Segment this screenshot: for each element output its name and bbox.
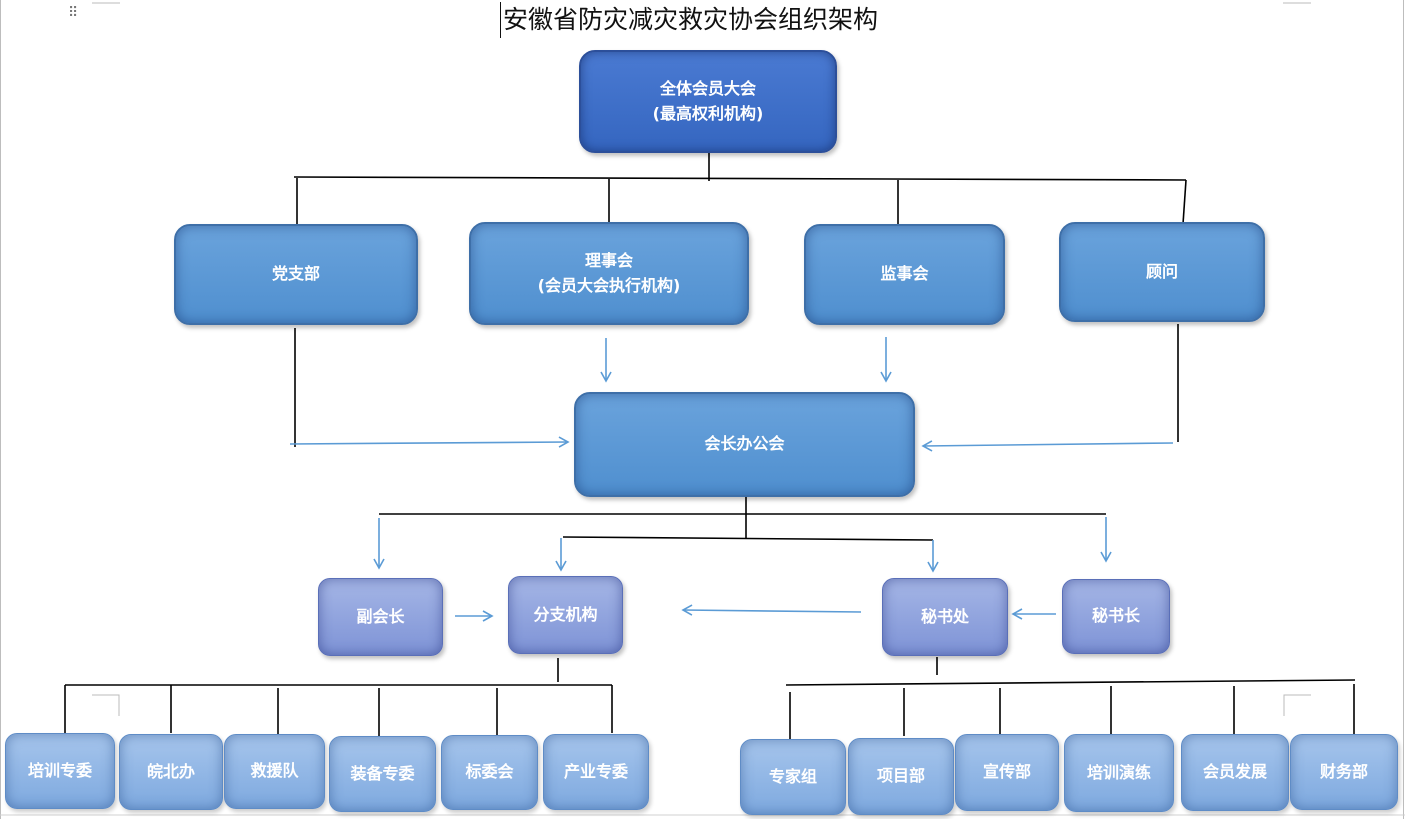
node-sublabel: (最高权利机构) xyxy=(652,103,764,123)
secretariat-unit-node[interactable]: 专家组 xyxy=(740,739,846,815)
secretary-general-node[interactable]: 秘书长 xyxy=(1062,579,1170,654)
margin-corner-icon xyxy=(1283,694,1311,716)
branch-unit-node[interactable]: 培训专委 xyxy=(5,733,115,809)
node-label: 党支部 xyxy=(271,264,320,284)
node-label: 理事会 xyxy=(584,250,633,270)
secretariat-unit-node[interactable]: 培训演练 xyxy=(1064,734,1174,812)
supervisory-board-node[interactable]: 监事会 xyxy=(804,224,1005,325)
branch-unit-node[interactable]: 产业专委 xyxy=(543,734,649,810)
margin-corner-icon xyxy=(92,694,120,716)
general-assembly-node[interactable]: 全体会员大会 (最高权利机构) xyxy=(579,50,837,153)
node-label: 皖北办 xyxy=(146,761,195,781)
node-label: 副会长 xyxy=(356,606,405,626)
vice-president-node[interactable]: 副会长 xyxy=(318,578,443,656)
branch-unit-node[interactable]: 标委会 xyxy=(441,735,538,810)
council-node[interactable]: 理事会 (会员大会执行机构) xyxy=(469,222,749,325)
node-label: 财务部 xyxy=(1319,761,1368,781)
node-label: 项目部 xyxy=(876,766,925,786)
black-connectors xyxy=(64,152,1356,740)
node-label: 监事会 xyxy=(880,264,929,284)
margin-corner-icon xyxy=(92,2,120,4)
secretariat-unit-node[interactable]: 项目部 xyxy=(848,738,954,815)
node-sublabel: (会员大会执行机构) xyxy=(537,275,681,295)
president-office-node[interactable]: 会长办公会 xyxy=(574,392,915,497)
blue-arrows xyxy=(289,337,1174,622)
drag-handle-icon[interactable]: ⠿ xyxy=(68,5,81,21)
party-branch-node[interactable]: 党支部 xyxy=(174,224,418,325)
branch-unit-node[interactable]: 皖北办 xyxy=(119,734,223,810)
node-label: 培训专委 xyxy=(27,760,92,780)
node-label: 产业专委 xyxy=(563,761,628,781)
secretariat-unit-node[interactable]: 宣传部 xyxy=(955,734,1059,811)
page-title: 安徽省防灾减灾救灾协会组织架构 xyxy=(500,2,878,38)
branches-node[interactable]: 分支机构 xyxy=(508,576,623,654)
node-label: 秘书长 xyxy=(1091,606,1140,626)
node-label: 会员发展 xyxy=(1202,762,1267,782)
branch-unit-node[interactable]: 装备专委 xyxy=(329,736,436,812)
node-label: 宣传部 xyxy=(982,762,1031,782)
node-label: 救援队 xyxy=(250,761,299,781)
node-label: 培训演练 xyxy=(1086,762,1151,782)
secretariat-unit-node[interactable]: 会员发展 xyxy=(1181,734,1289,811)
advisors-node[interactable]: 顾问 xyxy=(1059,222,1265,322)
node-label: 全体会员大会 xyxy=(659,78,756,98)
node-label: 会长办公会 xyxy=(704,434,785,454)
secretariat-unit-node[interactable]: 财务部 xyxy=(1290,734,1398,810)
node-label: 专家组 xyxy=(768,766,817,786)
node-label: 标委会 xyxy=(465,762,514,782)
branch-unit-node[interactable]: 救援队 xyxy=(224,734,325,809)
margin-corner-icon xyxy=(1283,2,1311,4)
node-label: 装备专委 xyxy=(350,763,415,783)
secretariat-node[interactable]: 秘书处 xyxy=(882,578,1008,656)
node-label: 秘书处 xyxy=(920,606,969,626)
node-label: 顾问 xyxy=(1145,261,1178,281)
node-label: 分支机构 xyxy=(533,604,598,624)
